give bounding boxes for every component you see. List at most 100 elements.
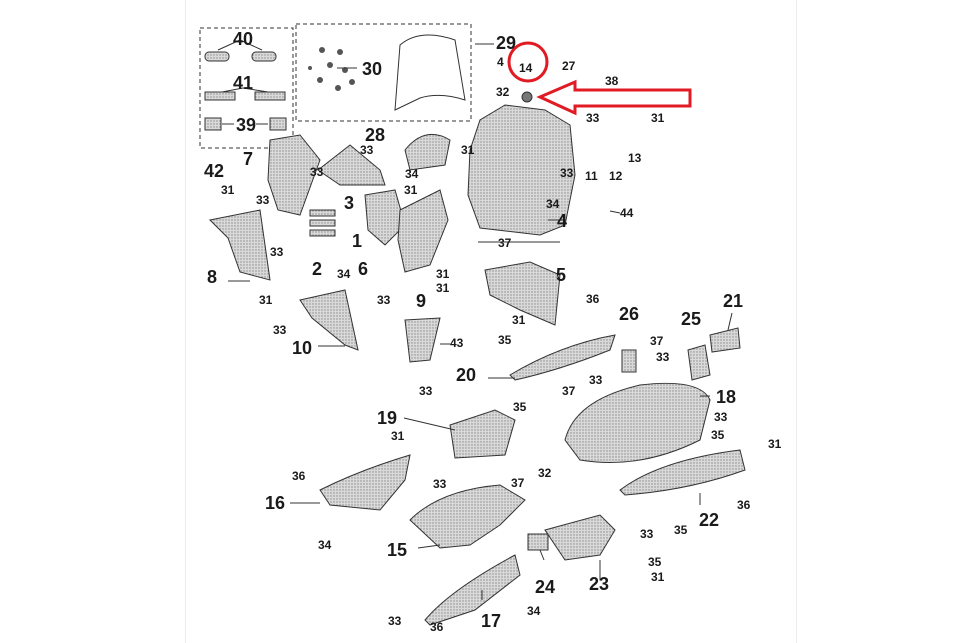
label-36-c: 36 — [737, 498, 751, 512]
label-16: 16 — [265, 493, 286, 513]
label-37-c: 37 — [562, 384, 576, 398]
label-31-d: 31 — [404, 183, 418, 197]
left-front-fairing — [267, 134, 321, 216]
label-25: 25 — [681, 309, 702, 329]
upper-cowl — [404, 133, 451, 171]
left-side-fairing — [208, 209, 271, 281]
label-33-f: 33 — [270, 245, 284, 259]
label-30: 30 — [362, 59, 383, 79]
label-17: 17 — [481, 611, 502, 631]
label-3: 3 — [344, 193, 355, 213]
label-12: 12 — [609, 169, 623, 183]
label-40: 40 — [233, 29, 254, 49]
label-31-b: 31 — [461, 143, 475, 157]
label-1: 1 — [352, 231, 363, 251]
label-31-g: 31 — [259, 293, 273, 307]
label-33-o: 33 — [388, 614, 402, 628]
label-31-a: 31 — [651, 111, 665, 125]
highlight-arrow — [536, 79, 692, 116]
floorboard — [409, 484, 526, 549]
label-41: 41 — [233, 73, 254, 93]
label-38: 38 — [605, 74, 619, 88]
label-37-a: 37 — [498, 236, 512, 250]
front-inner-panel — [467, 104, 576, 236]
label-34-e: 34 — [527, 604, 541, 618]
label-13: 13 — [628, 151, 642, 165]
label-31-j: 31 — [768, 437, 782, 451]
label-33-h: 33 — [273, 323, 287, 337]
label-33-c: 33 — [310, 165, 324, 179]
windscreen-hardware — [308, 47, 355, 91]
label-24: 24 — [535, 577, 556, 597]
strip-right — [254, 91, 286, 101]
label-11: 11 — [585, 169, 598, 183]
label-10: 10 — [292, 338, 313, 358]
label-32: 32 — [496, 85, 510, 99]
cover-25 — [687, 344, 711, 381]
label-31-h: 31 — [512, 313, 526, 327]
leader-lines — [228, 43, 733, 600]
label-26: 26 — [619, 304, 640, 324]
label-5: 5 — [556, 265, 567, 285]
front-bracket — [404, 317, 441, 363]
label-32-b: 32 — [538, 466, 552, 480]
label-8: 8 — [207, 267, 218, 287]
label-36-d: 36 — [430, 620, 444, 634]
label-33-e: 33 — [256, 193, 270, 207]
strip-left — [204, 91, 236, 101]
label-28: 28 — [365, 125, 386, 145]
clip-24 — [527, 533, 549, 551]
label-33-j: 33 — [589, 373, 603, 387]
label-39: 39 — [236, 115, 257, 135]
windscreen-group-box — [295, 23, 472, 122]
label-4-top: 4 — [497, 55, 504, 69]
label-14-highlighted: 14 — [519, 61, 533, 75]
label-31-e: 31 — [436, 267, 450, 281]
front-center-cover — [317, 144, 386, 186]
label-23: 23 — [589, 574, 610, 594]
label-33-l: 33 — [714, 410, 728, 424]
reflector-right — [251, 51, 277, 62]
label-33-g: 33 — [377, 293, 391, 307]
label-33-a: 33 — [586, 111, 600, 125]
part-14-grommet — [521, 91, 533, 103]
diagram-sheet — [185, 0, 797, 643]
label-35-a: 35 — [498, 333, 512, 347]
label-4: 4 — [557, 211, 568, 231]
label-9: 9 — [416, 291, 427, 311]
inner-tray — [484, 261, 561, 326]
label-21: 21 — [723, 291, 744, 311]
label-34-b: 34 — [546, 197, 560, 211]
pad-right — [269, 117, 287, 131]
label-34-a: 34 — [405, 167, 419, 181]
label-35-c: 35 — [711, 428, 725, 442]
label-33-m: 33 — [433, 477, 447, 491]
vent-grille — [309, 209, 336, 237]
label-31-k: 31 — [651, 570, 665, 584]
label-33-k: 33 — [419, 384, 433, 398]
label-18: 18 — [716, 387, 737, 407]
left-floor-panel — [319, 454, 411, 511]
label-15: 15 — [387, 540, 408, 560]
label-33-n: 33 — [640, 527, 654, 541]
underseat-storage-bin — [564, 382, 711, 463]
label-2: 2 — [312, 259, 323, 279]
lower-left-fairing — [299, 289, 359, 351]
label-19: 19 — [377, 408, 398, 428]
label-7: 7 — [243, 149, 254, 169]
label-36-b: 36 — [292, 469, 306, 483]
rear-cover-23 — [544, 514, 616, 561]
label-34-d: 34 — [318, 538, 332, 552]
windscreen — [394, 34, 466, 111]
reflector-left — [204, 51, 230, 62]
rear-side-panel — [619, 449, 746, 496]
label-6: 6 — [358, 259, 369, 279]
label-42: 42 — [204, 161, 225, 181]
label-31-i: 31 — [391, 429, 405, 443]
label-44: 44 — [620, 206, 634, 220]
label-22: 22 — [699, 510, 720, 530]
label-33-b: 33 — [360, 143, 374, 157]
label-31-c: 31 — [221, 183, 235, 197]
label-33-d: 33 — [560, 166, 574, 180]
